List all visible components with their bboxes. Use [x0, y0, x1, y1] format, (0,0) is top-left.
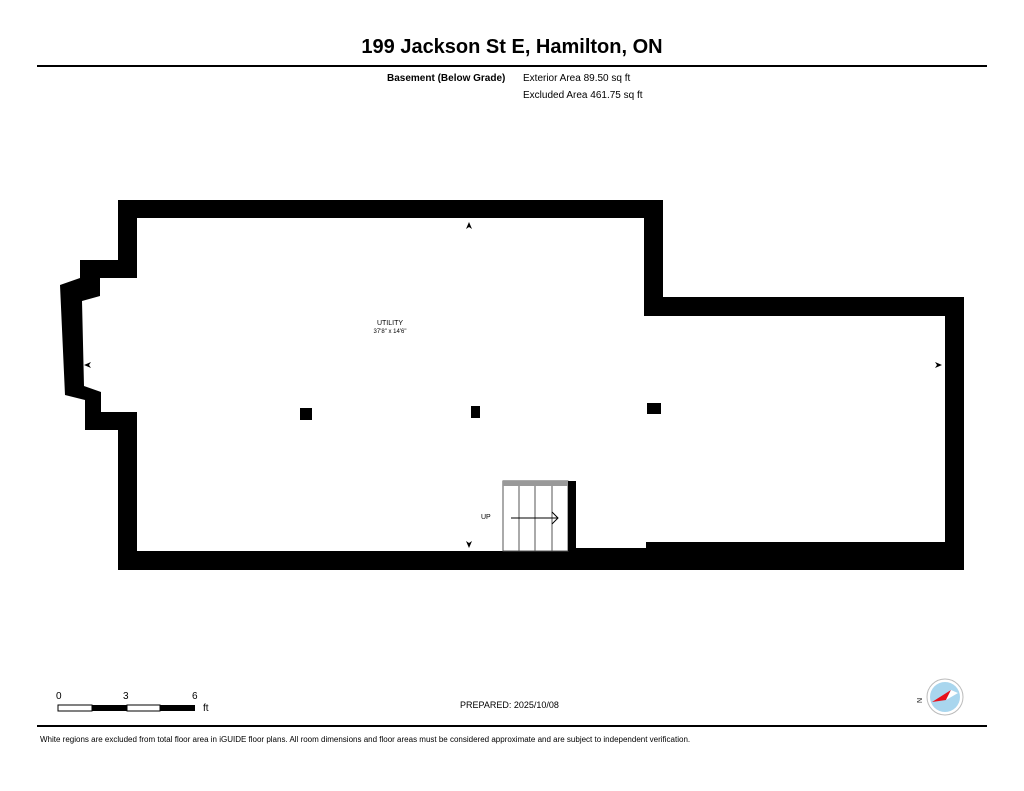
dimension-arrow-icon	[466, 222, 472, 229]
exterior-area: Exterior Area 89.50 sq ft	[523, 73, 631, 84]
page-title: 199 Jackson St E, Hamilton, ON	[361, 36, 663, 58]
header-divider	[37, 65, 987, 67]
scale-tick: 0	[56, 691, 62, 702]
stairs	[502, 480, 576, 552]
scale-bar	[57, 704, 195, 712]
dimension-arrow-icon	[466, 541, 472, 548]
scale-unit: ft	[203, 703, 209, 714]
scale-tick: 6	[192, 691, 198, 702]
compass-label: N	[917, 697, 925, 704]
prepared-date: PREPARED: 2025/10/08	[460, 700, 559, 710]
stairs-arrow-icon	[511, 511, 559, 525]
stairs-label: UP	[481, 514, 491, 521]
scale-tick: 3	[123, 691, 129, 702]
room-dimensions: 37'8" x 14'6"	[373, 329, 407, 335]
column	[647, 403, 661, 414]
room-name: UTILITY	[376, 320, 404, 327]
dimension-arrow-icon	[935, 362, 942, 368]
dimension-arrow-icon	[84, 362, 91, 368]
floor-name: Basement (Below Grade)	[387, 73, 506, 84]
column	[471, 406, 480, 418]
column	[300, 408, 312, 420]
compass-icon	[926, 678, 964, 716]
disclaimer: White regions are excluded from total fl…	[40, 735, 691, 744]
excluded-area: Excluded Area 461.75 sq ft	[523, 90, 643, 101]
footer-divider	[37, 725, 987, 727]
